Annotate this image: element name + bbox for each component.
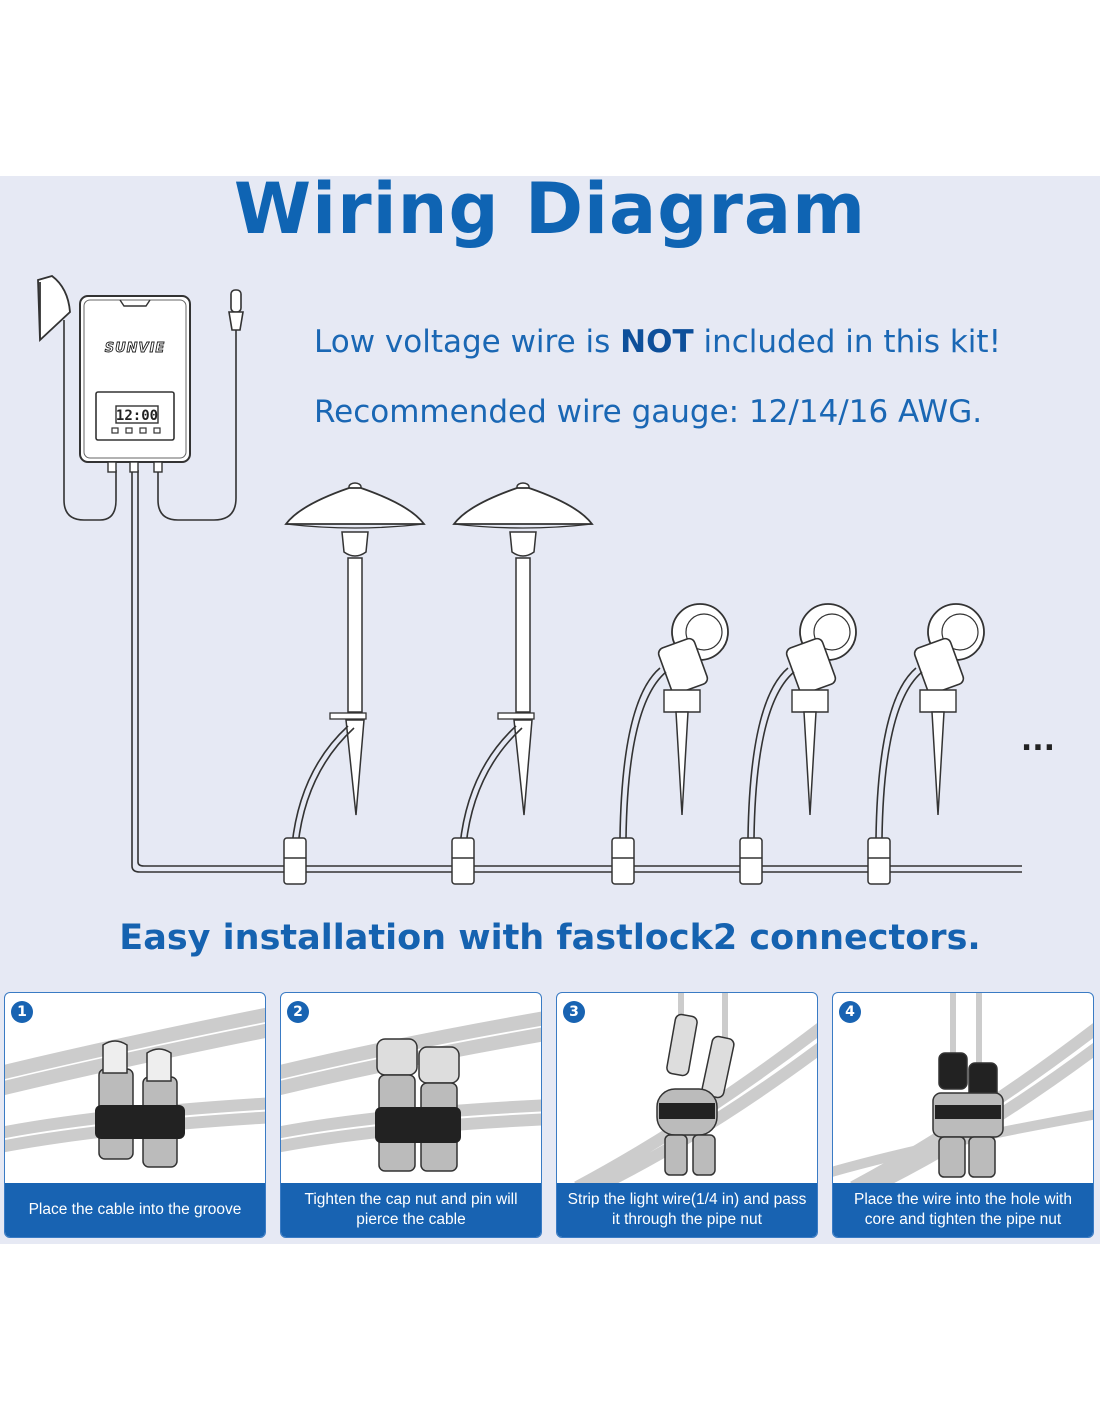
page-title: Wiring Diagram	[233, 168, 867, 250]
wall-plug-icon	[37, 275, 71, 343]
wiring-diagram-illustration: SUNVIE 12:00	[37, 275, 1055, 885]
path-light-1	[284, 482, 426, 846]
step-caption: Strip the light wire(1/4 in) and pass it…	[557, 1183, 817, 1237]
installation-steps: 1 Place the cable into the groove 2 Tigh…	[4, 992, 1096, 1240]
step-number-badge: 1	[11, 1001, 33, 1023]
step-caption: Place the wire into the hole with core a…	[833, 1183, 1093, 1237]
wire-not-included-note: Low voltage wire is NOT included in this…	[314, 324, 1001, 360]
step-card-1: 1 Place the cable into the groove	[4, 992, 266, 1238]
cable-connectors	[283, 837, 891, 885]
spot-light-2	[747, 603, 857, 839]
sensor-cord	[157, 330, 237, 521]
path-light-2	[452, 482, 594, 846]
plug-cord	[63, 320, 117, 521]
strip-wire-illustration	[574, 993, 817, 1187]
step-number-badge: 4	[839, 1001, 861, 1023]
wire-gauge-note: Recommended wire gauge: 12/14/16 AWG.	[314, 394, 983, 430]
step-caption: Tighten the cap nut and pin will pierce …	[281, 1183, 541, 1237]
step-card-3: 3 Strip the light wire(1/4 in) and pass …	[556, 992, 818, 1238]
connector-subtitle: Easy installation with fastlock2 connect…	[119, 918, 981, 958]
spot-light-3	[875, 603, 985, 839]
main-cable	[131, 470, 1022, 873]
note-emphasis: NOT	[620, 324, 694, 360]
photocell-sensor-icon	[228, 289, 244, 331]
transformer-brand: SUNVIE	[105, 341, 166, 356]
step-card-2: 2 Tighten the cap nut and pin will pierc…	[280, 992, 542, 1238]
step-card-4: 4 Place the wire into the hole with core…	[832, 992, 1094, 1238]
connector-groove-illustration	[5, 1007, 265, 1168]
more-lights-ellipsis: ...	[1021, 723, 1055, 758]
step-number-badge: 2	[287, 1001, 309, 1023]
tighten-cap-nut-illustration	[281, 1011, 541, 1172]
tighten-pipe-nut-illustration	[833, 993, 1093, 1187]
transformer-clock: 12:00	[116, 408, 158, 424]
step-number-badge: 3	[563, 1001, 585, 1023]
transformer-box	[79, 295, 191, 473]
note-text-end: included in this kit!	[693, 324, 1001, 360]
step-caption: Place the cable into the groove	[5, 1183, 265, 1237]
spot-light-1	[619, 603, 729, 839]
note-text: Low voltage wire is	[314, 324, 621, 360]
